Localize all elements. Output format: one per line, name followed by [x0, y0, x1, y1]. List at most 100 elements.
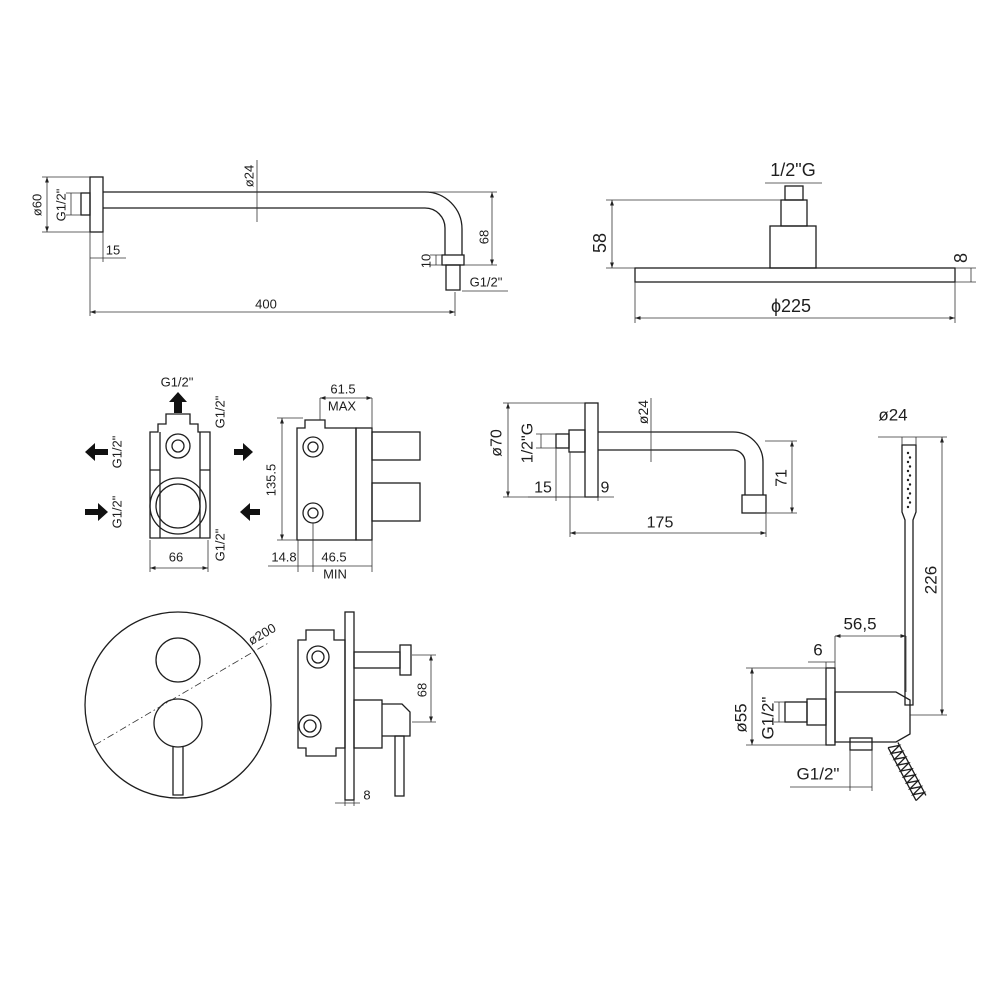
arm-drop-height-label: 68	[477, 230, 492, 244]
arm-wall-flange	[89, 176, 104, 233]
spout-drop-height-label: 71	[774, 469, 791, 487]
holder-hose-outlet	[849, 737, 873, 751]
mixer-side-lower-outlet	[371, 482, 421, 522]
mixer-upper-port	[165, 433, 191, 459]
head-plate-thickness-label: 8	[951, 253, 971, 263]
valve-side-body-outline	[297, 629, 346, 757]
flow-arrow-lower-left	[85, 503, 108, 521]
arm-flange-thread-label: G1/2"	[54, 188, 69, 221]
valve-side-knob-stem	[353, 651, 401, 669]
holder-inlet-thread	[784, 701, 808, 723]
mixer-side-height-label: 135.5	[264, 464, 279, 497]
mixer-lower-left-port-label: G1/2"	[110, 495, 125, 528]
hand-shower-outline	[901, 444, 917, 706]
mixer-side-extension-lines	[277, 398, 373, 572]
arm-outlet-length-label: 10	[419, 254, 434, 268]
mixer-body-side-view: 61.5 MAX 135.5 14.8 46.5 MIN	[264, 382, 421, 582]
mixer-upper-port-bore	[171, 439, 185, 453]
holder-inlet-thread-label: G1/2"	[759, 697, 778, 740]
mixer-side-lower-port	[302, 502, 324, 524]
holder-flange-diameter-label: ø55	[732, 703, 751, 732]
spray-nozzle	[906, 496, 910, 500]
valve-side-lower-port-bore	[303, 719, 317, 733]
head-extension-lines	[606, 199, 976, 323]
hand-shower-view: ø24 226 56,5 6 ø55 G1/2" G1/2"	[732, 406, 947, 802]
mixer-side-max-depth-label: 61.5	[330, 382, 355, 397]
mixer-side-upper-port	[302, 436, 324, 458]
arm-flange-diameter-label: ø60	[30, 194, 45, 216]
trim-plate-front-view: ø200	[84, 611, 279, 799]
head-connector-nut	[780, 199, 808, 227]
spout-wall-flange	[584, 402, 599, 498]
valve-side-upper-port-bore	[311, 650, 325, 664]
spout-thread	[555, 433, 570, 449]
valve-side-extension-lines	[344, 654, 436, 806]
mixer-side-upper-outlet	[371, 431, 421, 461]
spout-thread-length-label: 15	[534, 480, 552, 497]
spray-nozzle	[908, 456, 912, 459]
spray-nozzle	[906, 460, 910, 464]
hand-shower-diameter-label: ø24	[878, 406, 907, 425]
mixer-side-max-label: MAX	[328, 399, 357, 414]
holder-hose-thread-label: G1/2"	[797, 765, 840, 784]
valve-side-lower-port	[298, 714, 322, 738]
mixer-side-min-label: MIN	[323, 567, 347, 582]
spray-nozzle	[908, 465, 912, 468]
valve-side-cover-plate	[344, 611, 355, 801]
mixer-side-min-depth-label: 46.5	[321, 550, 346, 565]
spray-nozzle	[908, 492, 912, 495]
wall-spout-view: ø70 1/2"G ø24 15 9 71 175	[489, 398, 797, 537]
mixer-side-upper-port-bore	[307, 441, 319, 453]
spray-nozzle	[908, 474, 912, 477]
mixer-body-front-view: G1/2" G1/2" G1/2" G1/2" G1/2" 66	[85, 375, 260, 572]
spray-nozzle	[906, 478, 910, 482]
valve-side-lever-hub	[353, 699, 383, 749]
spout-projection-label: 175	[647, 515, 674, 532]
diverter-knob	[155, 637, 201, 683]
spout-outlet	[741, 494, 767, 514]
flow-arrow-upper-left	[85, 443, 108, 461]
spray-nozzle	[906, 487, 910, 491]
arm-pipe-outer-edge	[103, 191, 463, 255]
spout-pipe-diameter-label: ø24	[635, 400, 651, 424]
hand-shower-spray-face	[906, 451, 912, 509]
spout-flange-diameter-label: ø70	[489, 429, 506, 457]
spout-pipe-inner-edge	[598, 449, 746, 495]
mixer-top-port-label: G1/2"	[161, 375, 194, 390]
mixer-body-outline	[149, 413, 211, 539]
arm-outlet-thread-label: G1/2"	[470, 275, 503, 290]
valve-side-lever-offset-label: 68	[415, 683, 430, 697]
mixer-lever-hub	[153, 698, 203, 748]
trim-plate-diameter-line	[94, 641, 271, 746]
holder-wall-flange	[825, 667, 836, 746]
head-connector-thread-label: 1/2"G	[770, 160, 815, 180]
trim-plate-outline	[84, 611, 272, 799]
trim-plate-diameter-label: ø200	[245, 620, 278, 648]
holder-depth-label: 56,5	[843, 615, 876, 634]
arm-length-label: 400	[255, 297, 277, 312]
shower-arm-view: ø60 G1/2" ø24 15 68 10 G1/2" 400	[30, 160, 508, 316]
head-diameter-label: ϕ225	[771, 296, 811, 316]
valve-side-knob-cap	[399, 644, 412, 676]
spray-nozzle	[906, 505, 910, 509]
holder-inlet-nut	[806, 698, 827, 726]
flow-arrow-lower-right	[240, 503, 260, 521]
hand-shower-length-label: 226	[922, 566, 941, 594]
valve-side-lever-arm	[394, 735, 405, 797]
flow-arrow-up	[169, 392, 187, 413]
spray-nozzle	[906, 451, 910, 455]
mixer-upper-left-port-label: G1/2"	[110, 435, 125, 468]
mixer-side-body-outline	[296, 419, 357, 541]
valve-side-upper-port	[306, 645, 330, 669]
arm-pipe-diameter-label: ø24	[242, 165, 257, 187]
mixer-lower-right-port-label: G1/2"	[213, 528, 228, 561]
mixer-cartridge-bore	[155, 483, 201, 529]
spray-nozzle	[906, 469, 910, 473]
valve-side-view: 68 8	[297, 611, 436, 806]
holder-body	[834, 691, 911, 743]
mixer-side-lower-port-bore	[307, 507, 319, 519]
shower-hose-coil	[887, 744, 927, 802]
mixer-lever	[172, 747, 184, 796]
mixer-upper-right-port-label: G1/2"	[213, 395, 228, 428]
